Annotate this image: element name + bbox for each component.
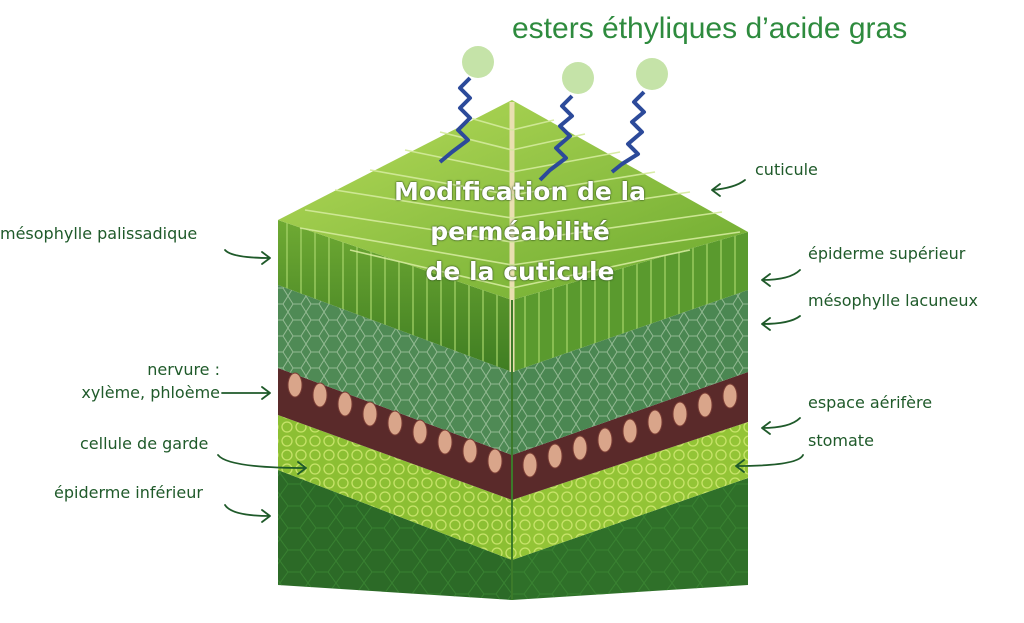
spongy-mesophyll-right-texture <box>512 290 748 455</box>
overlay-line-2: perméabilité <box>430 217 610 246</box>
molecule-1-tail <box>438 76 472 164</box>
label-cuticle: cuticule <box>755 160 818 179</box>
molecule-3-tail <box>610 90 646 174</box>
molecules <box>438 46 668 182</box>
palisade-left-texture <box>278 220 512 372</box>
arrow-palisade <box>224 249 271 265</box>
vein-cells <box>287 372 738 478</box>
dark-base-right-texture <box>512 478 748 600</box>
label-upper-epidermis: épiderme supérieur <box>808 244 966 263</box>
label-air-space: espace aérifère <box>808 393 933 412</box>
overlay-line-3: de la cuticule <box>425 257 615 286</box>
molecule-2 <box>538 62 594 182</box>
arrow-guard-cell <box>217 454 307 475</box>
molecule-2-tail <box>538 94 574 182</box>
arrow-upper-epidermis <box>761 269 801 287</box>
right-face <box>512 232 748 600</box>
palisade-right-texture <box>512 232 748 372</box>
dark-base-left-texture <box>278 470 512 600</box>
lateral-veins <box>299 117 741 289</box>
top-face <box>278 100 748 600</box>
arrow-lower-epidermis <box>224 504 271 523</box>
overlay-line-1: Modification de la <box>394 177 646 206</box>
arrow-cuticle <box>711 179 746 197</box>
overlay-caption: Modification de la perméabilité de la cu… <box>330 172 710 292</box>
label-vein-line-2: xylème, phloème <box>81 383 220 402</box>
label-guard-cell: cellule de garde <box>80 434 209 453</box>
lower-epidermis-left-texture <box>278 415 512 560</box>
label-spongy-mesophyll: mésophylle lacuneux <box>808 291 978 310</box>
arrow-spongy <box>761 315 801 331</box>
arrow-vein <box>221 386 271 400</box>
molecule-1 <box>438 46 494 164</box>
molecule-3 <box>610 58 668 174</box>
label-palisade-mesophyll: mésophylle palissadique <box>0 224 198 243</box>
left-face <box>278 220 512 600</box>
lower-epidermis-right-texture <box>512 422 748 560</box>
label-lower-epidermis: épiderme inférieur <box>54 483 203 502</box>
molecule-2-head <box>562 62 594 94</box>
arrow-air-space <box>761 417 801 435</box>
pointer-arrows <box>217 179 804 523</box>
label-vein-line-1: nervure : <box>147 360 220 379</box>
label-stomata: stomate <box>808 431 874 450</box>
spongy-mesophyll-left-texture <box>278 285 512 455</box>
arrow-stomata <box>735 454 804 473</box>
molecule-3-head <box>636 58 668 90</box>
diagram-title: esters éthyliques d’acide gras <box>512 12 908 45</box>
molecule-1-head <box>462 46 494 78</box>
